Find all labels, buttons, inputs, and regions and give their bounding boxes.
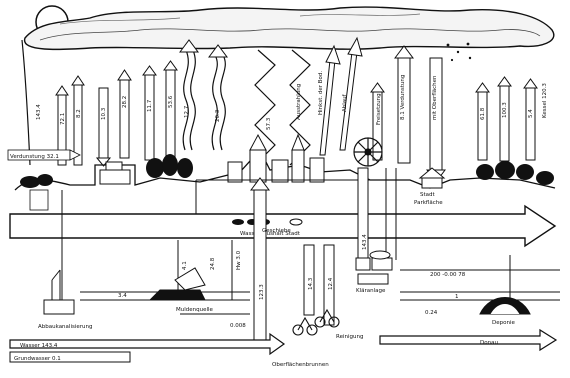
dump-label: Deponie bbox=[492, 320, 515, 326]
city-icon bbox=[228, 135, 324, 182]
bar-label-2: 10.3 bbox=[101, 107, 107, 120]
cloud-band bbox=[25, 7, 554, 49]
park-label: Parkfläche bbox=[414, 200, 443, 206]
flow-value-right-a: 200 -0.00 78 bbox=[430, 272, 466, 278]
flow-value-mid2: 14.3 bbox=[308, 277, 314, 290]
bar-label-18: Kessel 120.3 bbox=[542, 83, 548, 118]
bar-label-17: 5.4 bbox=[528, 109, 534, 118]
plant-sub-label: Reinigung bbox=[336, 334, 363, 340]
ferris-wheel-icon bbox=[354, 138, 382, 166]
quarry-value: 0.008 bbox=[230, 323, 246, 329]
mine-label: Abbaukanalisierung bbox=[38, 324, 92, 330]
flow-value-hw: Hw 3.0 bbox=[236, 250, 242, 270]
mine-value: 3.4 bbox=[118, 293, 127, 299]
flow-value-mid3: 12.4 bbox=[328, 277, 334, 290]
flow-value-right-c: 0.24 bbox=[425, 310, 438, 316]
city-label: Stadt bbox=[420, 192, 436, 198]
bar-label-13: 8.1 Verdunstung bbox=[400, 75, 406, 120]
flow-value-river1: 24.8 bbox=[210, 257, 216, 270]
wells-label: Oberflächenbrunnen bbox=[272, 362, 329, 368]
river-box-label: Wasser 143.4 bbox=[20, 343, 58, 349]
bar-label-15: 61.8 bbox=[480, 107, 486, 120]
bar-label-14: mit Oberflächen bbox=[432, 75, 438, 120]
center-legend: Geschiebe bbox=[262, 228, 291, 234]
flow-value-mid1: 4.1 bbox=[182, 261, 188, 270]
main-flow-arrow bbox=[10, 206, 555, 246]
left-label-b: Verdunstung 32.1 bbox=[10, 154, 59, 160]
flow-value-inflow: 143.4 bbox=[362, 234, 368, 250]
groundwater-label: Grundwasser 0.1 bbox=[14, 356, 61, 362]
mine-tower-icon bbox=[44, 270, 74, 314]
bar-label-12: Freisetzung bbox=[376, 93, 382, 125]
bar-label-11: Ablauf bbox=[342, 93, 348, 112]
plant-label: Kläranlage bbox=[356, 288, 386, 294]
flow-value-river: 123.3 bbox=[259, 284, 265, 300]
quarry-label: Muldenquelle bbox=[176, 307, 214, 313]
bar-label-3: 28.2 bbox=[122, 96, 128, 108]
bar-label-10: Hinkst. der Bod. bbox=[318, 71, 324, 115]
bar-label-4: 11.7 bbox=[147, 99, 153, 112]
bar-label-6: 12.7 bbox=[184, 105, 190, 118]
bar-label-7: 20.3 bbox=[215, 109, 221, 122]
trees-right bbox=[476, 161, 554, 185]
left-label-a: 143.4 bbox=[36, 104, 42, 120]
bar-label-8: 57.3 bbox=[266, 117, 272, 130]
bar-label-5: 53.6 bbox=[168, 95, 174, 108]
bar-label-1: 8.2 bbox=[76, 109, 82, 118]
flow-value-right-b: 1 bbox=[455, 294, 459, 300]
bar-labels: 72.1 8.2 10.3 28.2 11.7 53.6 12.7 20.3 57.3 Ausst… bbox=[60, 71, 548, 130]
flow-right-label: Donau bbox=[480, 340, 498, 346]
bar-label-0: 72.1 bbox=[60, 113, 66, 125]
bar-label-9: Ausstrahlung bbox=[296, 84, 302, 120]
bar-label-16: 100.3 bbox=[502, 102, 508, 118]
